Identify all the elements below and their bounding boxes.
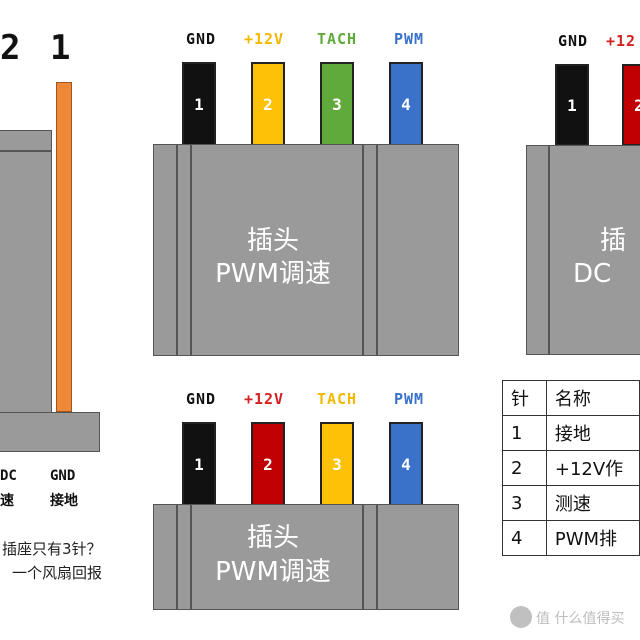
- table-row: 4 PWM排: [502, 520, 640, 556]
- table-cell-name: 接地: [545, 415, 640, 451]
- right-label-gnd: GND: [557, 32, 589, 50]
- table-cell-pin: 3: [502, 485, 547, 521]
- left-label-gnd: GND: [50, 468, 76, 484]
- left-body-divider: [0, 150, 52, 152]
- bottom-label-gnd: GND: [185, 390, 217, 408]
- bottom-pin-4: 4: [389, 422, 423, 506]
- top-pin-1: 1: [182, 62, 216, 146]
- table-cell-pin: 4: [502, 520, 547, 556]
- bottom-connector-text-line2: PWM调速: [215, 557, 331, 587]
- right-pin-1: 1: [555, 64, 589, 146]
- left-orange-wire: [56, 82, 72, 412]
- table-cell-pin: 2: [502, 450, 547, 486]
- top-pin-number-3: 3: [332, 94, 342, 114]
- bottom-pin-number-1: 1: [194, 454, 204, 474]
- bottom-label-tach: TACH: [316, 390, 358, 408]
- table-row: 1 接地: [502, 415, 640, 451]
- watermark-logo-icon: [510, 606, 532, 628]
- top-pin-4: 4: [389, 62, 423, 146]
- right-pin-number-2: 2: [634, 95, 640, 115]
- bottom-pin-number-4: 4: [401, 454, 411, 474]
- left-connector-body: [0, 130, 52, 414]
- right-pin-number-1: 1: [567, 95, 577, 115]
- top-body-divider-2: [190, 145, 192, 355]
- left-connector-base: [0, 412, 100, 452]
- top-label-tach: TACH: [316, 30, 358, 48]
- pin-table: 针 名称 1 接地 2 +12V作 3 测速 4 PWM排: [502, 380, 640, 556]
- top-label-gnd: GND: [185, 30, 217, 48]
- right-connector-body: [526, 145, 640, 355]
- top-body-divider-4: [376, 145, 378, 355]
- top-body-divider-1: [176, 145, 178, 355]
- table-header-row: 针 名称: [502, 380, 640, 416]
- table-header-pin: 针: [502, 380, 547, 416]
- watermark: 值 什么值得买: [510, 602, 638, 632]
- right-label-12v: +12: [606, 32, 637, 50]
- bottom-label-12v: +12V: [243, 390, 285, 408]
- left-label-dc: DC: [0, 468, 17, 484]
- table-cell-name: PWM排: [545, 520, 640, 556]
- top-connector-text-line1: 插头: [246, 226, 299, 256]
- watermark-text: 值 什么值得买: [536, 611, 625, 627]
- right-connector-text-line2: DC: [573, 259, 612, 289]
- right-body-divider-1: [548, 146, 550, 354]
- bottom-body-divider-1: [176, 505, 178, 609]
- bottom-pin-2: 2: [251, 422, 285, 506]
- top-connector-body: [153, 144, 459, 356]
- top-connector-text-line2: PWM调速: [215, 259, 331, 289]
- bottom-pin-number-3: 3: [332, 454, 342, 474]
- bottom-pin-number-2: 2: [263, 454, 273, 474]
- bottom-body-divider-4: [376, 505, 378, 609]
- left-pin-number-1: 1: [50, 28, 71, 68]
- bottom-label-pwm: PWM: [393, 390, 425, 408]
- table-cell-name: 测速: [545, 485, 640, 521]
- bottom-connector-text-line1: 插头: [246, 523, 299, 553]
- left-note-line1: 插座只有3针？: [2, 540, 102, 558]
- table-row: 2 +12V作: [502, 450, 640, 486]
- bottom-pin-1: 1: [182, 422, 216, 506]
- top-pin-number-2: 2: [263, 94, 273, 114]
- left-pin-number-2: 2: [0, 28, 21, 68]
- top-pin-number-1: 1: [194, 94, 204, 114]
- top-label-12v: +12V: [243, 30, 285, 48]
- table-cell-pin: 1: [502, 415, 547, 451]
- top-pin-number-4: 4: [401, 94, 411, 114]
- table-row: 3 测速: [502, 485, 640, 521]
- top-pin-3: 3: [320, 62, 354, 146]
- right-connector-text-line1: 插: [600, 226, 627, 256]
- bottom-pin-3: 3: [320, 422, 354, 506]
- bottom-body-divider-3: [362, 505, 364, 609]
- top-pin-2: 2: [251, 62, 285, 146]
- right-pin-2: 2: [622, 64, 640, 146]
- top-label-pwm: PWM: [393, 30, 425, 48]
- top-body-divider-3: [362, 145, 364, 355]
- left-note-line2: 一个风扇回报: [12, 564, 103, 582]
- table-header-name: 名称: [545, 380, 640, 416]
- left-sublabel-speed: 速: [0, 493, 14, 509]
- bottom-body-divider-2: [190, 505, 192, 609]
- table-cell-name: +12V作: [545, 450, 640, 486]
- left-sublabel-ground: 接地: [50, 493, 78, 509]
- bottom-connector-body: [153, 504, 459, 610]
